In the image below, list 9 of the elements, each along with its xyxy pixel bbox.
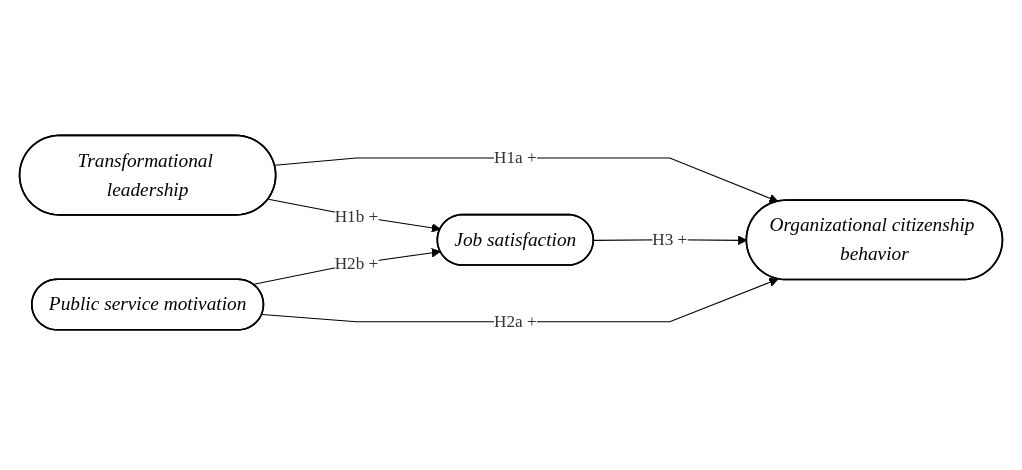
edge-label: H3 + bbox=[652, 230, 688, 249]
arrow bbox=[274, 157, 779, 203]
arrow bbox=[261, 277, 779, 323]
edge-label: H2b + bbox=[334, 253, 379, 273]
edge-label: H1b + bbox=[334, 206, 379, 225]
edge-label: H1a + bbox=[493, 148, 537, 167]
edge-label: H2a + bbox=[493, 312, 537, 331]
arrow bbox=[252, 248, 441, 285]
arrow bbox=[267, 198, 441, 233]
